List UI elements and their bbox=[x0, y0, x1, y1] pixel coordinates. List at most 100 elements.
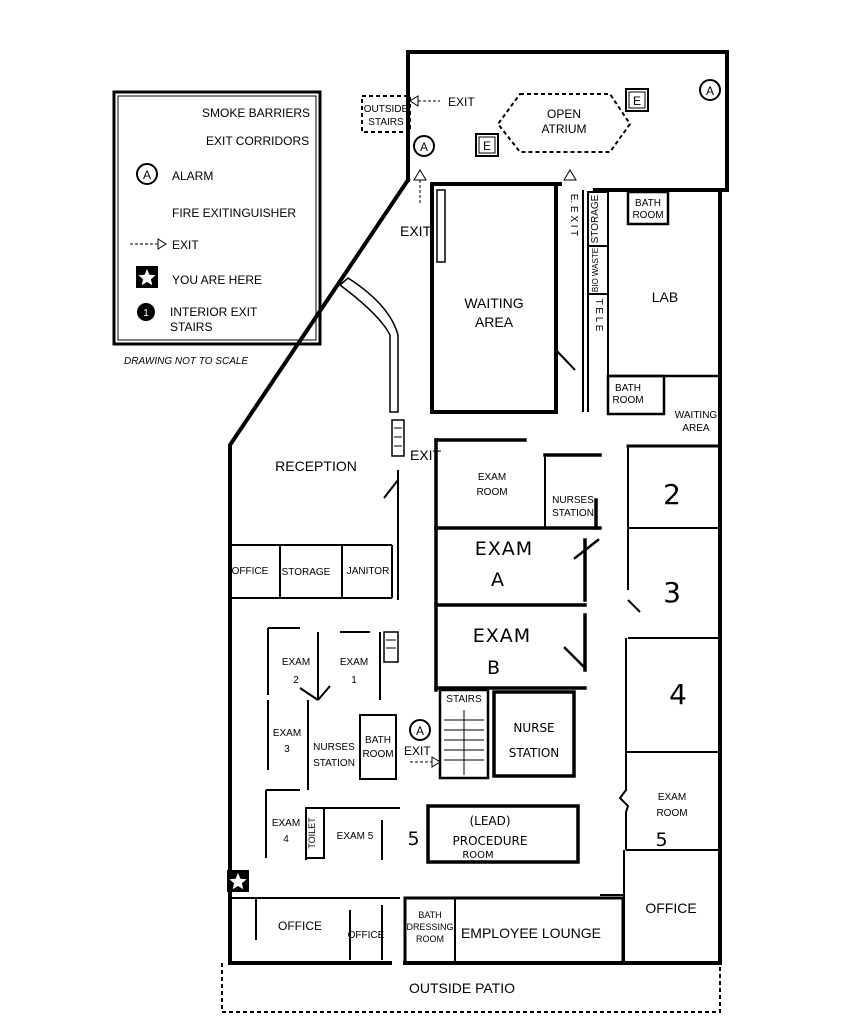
room-2-label: 2 bbox=[663, 478, 681, 511]
room-3-label: 3 bbox=[663, 576, 681, 609]
exam-room-label-2: ROOM bbox=[476, 487, 507, 498]
svg-text:A: A bbox=[416, 724, 424, 738]
exit-corridor-label: E. E X I T bbox=[568, 194, 579, 237]
exam-3-label-2: 3 bbox=[284, 744, 290, 755]
procedure-label: PROCEDURE bbox=[453, 834, 528, 848]
exam-1-label-2: 1 bbox=[351, 675, 357, 686]
lead-procedure-room bbox=[426, 804, 580, 864]
stairs-label: STAIRS bbox=[446, 694, 482, 705]
legend-star-icon bbox=[136, 266, 158, 288]
legend-you-are-here: YOU ARE HERE bbox=[172, 273, 262, 287]
you-are-here-star-icon bbox=[227, 870, 249, 892]
legend-exit-corridors: EXIT CORRIDORS bbox=[206, 134, 309, 148]
bath-room-top-label-2: ROOM bbox=[632, 210, 663, 221]
exam-4-label: EXAM bbox=[272, 818, 300, 829]
bio-waste-label: BIO WASTE bbox=[591, 248, 600, 292]
bath-room-label-2: ROOM bbox=[362, 749, 393, 760]
storage-label: STORAGE bbox=[282, 567, 331, 578]
waiting-area-label: WAITING bbox=[464, 295, 523, 311]
extinguisher-icon: E bbox=[475, 133, 499, 157]
bath-dressing-label-2: DRESSING bbox=[406, 922, 453, 932]
employee-lounge-label: EMPLOYEE LOUNGE bbox=[461, 925, 601, 941]
alarm-icon: A bbox=[413, 135, 435, 157]
office-small-label: OFFICE bbox=[348, 930, 385, 941]
bath-room-top-label: BATH bbox=[635, 198, 661, 209]
office-bottom-label: OFFICE bbox=[278, 919, 322, 933]
not-to-scale-note: DRAWING NOT TO SCALE bbox=[124, 356, 248, 367]
exit-label: EXIT bbox=[400, 223, 432, 239]
lab-label: LAB bbox=[652, 289, 678, 305]
waiting-area-label-2: AREA bbox=[475, 314, 514, 330]
exam-b-label: EXAM bbox=[473, 625, 531, 647]
legend-interior-exit: INTERIOR EXIT bbox=[170, 305, 258, 319]
janitor-label: JANITOR bbox=[347, 566, 390, 577]
alarm-icon: A bbox=[409, 719, 431, 741]
stairs-exit-label: EXIT bbox=[404, 744, 431, 758]
office-right-label: OFFICE bbox=[645, 900, 696, 916]
top-area: OUTSIDE STAIRS EXIT OPEN ATRIUM E E A A bbox=[361, 79, 721, 205]
toilet-label: TOILET bbox=[307, 817, 317, 849]
waiting-area-small-label-2: AREA bbox=[682, 423, 710, 434]
waiting-area-small-label: WAITING bbox=[675, 410, 718, 421]
legend-smoke-barriers: SMOKE BARRIERS bbox=[202, 106, 310, 120]
legend-alarm-icon: A bbox=[136, 163, 158, 185]
outside-stairs-label-2: STAIRS bbox=[368, 117, 404, 128]
right-rooms: 2 3 4 EXAM ROOM 5 OFFICE bbox=[600, 444, 722, 963]
central-exam-block: EXAM ROOM NURSES STATION EXAM A EXAM B S… bbox=[407, 438, 602, 864]
nurse-station-label-2: STATION bbox=[509, 746, 560, 760]
legend-alarm: ALARM bbox=[172, 169, 213, 183]
room-5-hand-label: 5 bbox=[407, 828, 420, 850]
svg-text:A: A bbox=[420, 140, 428, 154]
bath-room-mid-label-2: ROOM bbox=[612, 395, 643, 406]
nurse-station bbox=[492, 690, 576, 778]
outside-stairs-label: OUTSIDE bbox=[364, 104, 409, 115]
interior-stairs bbox=[438, 688, 490, 780]
bath-dressing-label-3: ROOM bbox=[416, 934, 444, 944]
nurses-station-label: NURSES bbox=[313, 742, 355, 753]
exam-room-label: EXAM bbox=[478, 472, 506, 483]
reception-area: RECEPTION EXIT OFFICE STORAGE JANITOR bbox=[232, 419, 442, 600]
exam-1-label: EXAM bbox=[340, 657, 368, 668]
office-left-label: OFFICE bbox=[232, 566, 269, 577]
room-4-label: 4 bbox=[669, 678, 687, 711]
exam-a-label: EXAM bbox=[475, 538, 533, 560]
exit-arrow-icon bbox=[410, 756, 441, 768]
outside-patio: OUTSIDE PATIO bbox=[221, 963, 721, 1013]
atrium-label: OPEN bbox=[547, 107, 581, 121]
svg-text:1: 1 bbox=[143, 308, 149, 319]
bottom-rooms: OFFICE OFFICE BATH DRESSING ROOM EMPLOYE… bbox=[232, 896, 625, 965]
stairs-icon bbox=[444, 710, 484, 775]
exam-2-label: EXAM bbox=[282, 657, 310, 668]
exit-arrow-icon bbox=[563, 169, 577, 181]
bath-room-label: BATH bbox=[365, 735, 391, 746]
ramp bbox=[338, 277, 399, 413]
exam-a-label-2: A bbox=[491, 569, 505, 591]
top-exit-label: EXIT bbox=[448, 95, 475, 109]
exam-room-5-label-2: ROOM bbox=[656, 808, 687, 819]
nurses-station-label-2: STATION bbox=[313, 758, 355, 769]
outside-patio-label: OUTSIDE PATIO bbox=[409, 980, 515, 996]
nurses-station-top-label-2: STATION bbox=[552, 508, 594, 519]
exam-b-label-2: B bbox=[487, 657, 501, 679]
legend-fire-extinguisher: FIRE EXITINGUISHER bbox=[172, 206, 296, 220]
exam-3-label: EXAM bbox=[273, 728, 301, 739]
exam-room-5-label: EXAM bbox=[658, 792, 686, 803]
left-exam-wing: EXAM 2 EXAM 1 EXAM 3 NURSES STATION BATH… bbox=[265, 627, 441, 860]
reception-exit-label: EXIT bbox=[410, 447, 442, 463]
extinguisher-icon: E bbox=[625, 88, 649, 112]
svg-text:E: E bbox=[483, 139, 491, 153]
legend-exit: EXIT bbox=[172, 238, 199, 252]
lead-label: (LEAD) bbox=[469, 814, 510, 828]
exit-arrow-icon bbox=[409, 95, 440, 107]
bath-room-mid-label: BATH bbox=[615, 383, 641, 394]
legend-interior-stairs-icon: 1 bbox=[137, 303, 155, 321]
alarm-icon: A bbox=[699, 79, 721, 101]
exam-5-label: EXAM 5 bbox=[337, 831, 374, 842]
exam-room-5-number: 5 bbox=[655, 829, 668, 851]
legend-exit-arrow-icon bbox=[130, 238, 167, 250]
nurse-station-label: NURSE bbox=[513, 721, 554, 735]
svg-text:A: A bbox=[143, 168, 151, 182]
nurses-station-top-label: NURSES bbox=[552, 495, 594, 506]
exam-4-label-2: 4 bbox=[283, 834, 289, 845]
